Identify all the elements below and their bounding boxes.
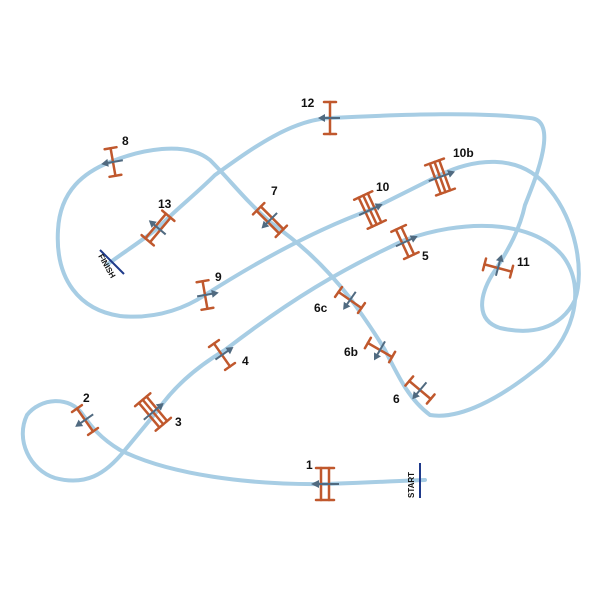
obstacle-2 [70, 403, 100, 437]
obstacle-label-7: 7 [271, 184, 278, 198]
obstacle-label-2: 2 [83, 391, 90, 405]
start-label: START [407, 472, 416, 498]
direction-arrow [261, 212, 278, 229]
obstacle-8 [101, 145, 124, 179]
obstacle-6b [363, 336, 397, 364]
obstacle-label-1: 1 [306, 458, 313, 472]
obstacle-label-5: 5 [422, 249, 429, 263]
obstacle-label-11: 11 [517, 255, 530, 269]
finish-label: FINISH [96, 253, 117, 280]
obstacle-label-10: 10 [376, 180, 390, 194]
obstacle-3 [133, 392, 173, 432]
direction-arrow [143, 403, 164, 421]
obstacle-label-6c: 6c [314, 301, 328, 315]
obstacle-label-10b: 10b [453, 146, 474, 160]
direction-arrow [428, 170, 456, 183]
direction-arrow [214, 346, 234, 361]
obstacle-label-12: 12 [301, 96, 315, 110]
obstacle-12 [318, 100, 340, 136]
obstacle-4 [207, 338, 237, 372]
obstacle-7 [251, 201, 289, 239]
direction-arrow [318, 114, 340, 122]
obstacle-6c [333, 285, 367, 315]
obstacle-1 [311, 466, 339, 502]
obstacle-6 [404, 375, 436, 405]
start-marker: START [407, 463, 421, 498]
obstacle-10 [352, 190, 388, 230]
obstacle-label-6b: 6b [344, 345, 358, 359]
obstacle-13 [140, 209, 176, 247]
direction-arrow [196, 289, 219, 298]
direction-arrow [358, 203, 383, 216]
obstacle-11 [481, 254, 515, 279]
direction-arrow [343, 291, 357, 310]
obstacle-5 [390, 223, 420, 261]
obstacle-label-4: 4 [242, 354, 249, 368]
obstacle-label-8: 8 [122, 134, 129, 148]
direction-arrow [374, 340, 386, 361]
finish-line [99, 249, 125, 275]
direction-arrow [311, 480, 339, 488]
obstacle-label-6: 6 [393, 392, 400, 406]
direction-arrow [494, 254, 504, 276]
obstacle-9 [195, 278, 219, 312]
track-path [20, 112, 581, 487]
obstacle-label-13: 13 [158, 197, 172, 211]
direction-arrow [412, 381, 428, 400]
obstacle-label-9: 9 [215, 270, 222, 284]
direction-arrow [148, 220, 167, 236]
direction-arrow [75, 413, 94, 427]
direction-arrow [395, 235, 418, 248]
obstacle-label-3: 3 [175, 415, 182, 429]
obstacle-10b [423, 157, 457, 197]
direction-arrow [101, 158, 124, 167]
